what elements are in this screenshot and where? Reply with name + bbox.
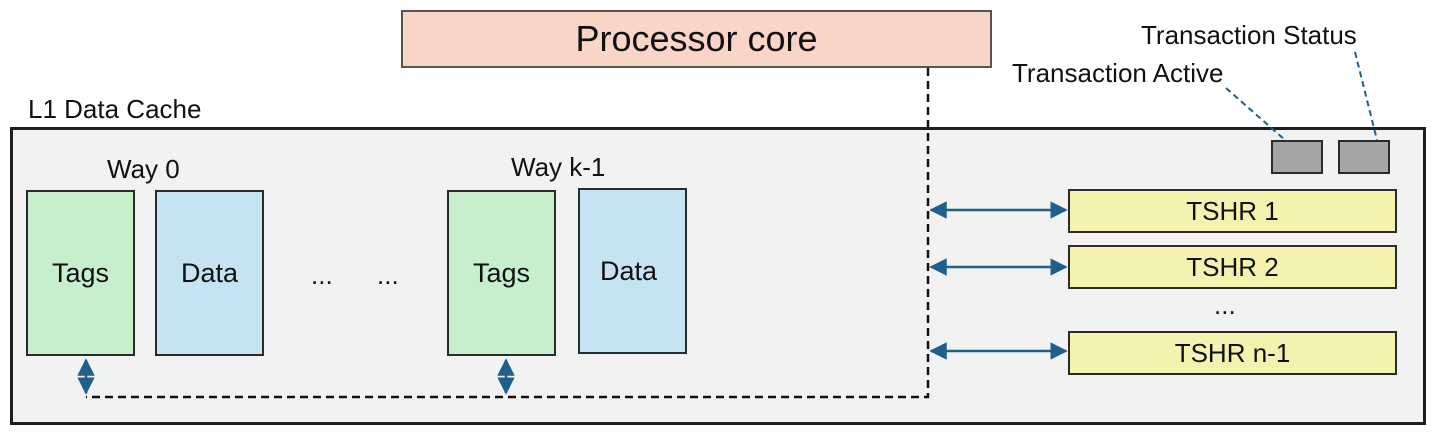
- transaction-active-label: Transaction Active: [1012, 58, 1224, 88]
- transaction-status-leader: [1354, 51, 1378, 141]
- tshr-ellipsis: ...: [1214, 290, 1236, 320]
- way-k-1-tags-block: Tags: [447, 190, 556, 356]
- processor-core-label: Processor core: [575, 18, 818, 59]
- way-0-tags-block: Tags: [26, 190, 135, 356]
- tshr-row-label: TSHR 1: [1186, 195, 1279, 226]
- way-k-1-data-label: Data: [600, 256, 658, 286]
- transaction-status-register: [1338, 140, 1390, 174]
- way-k-1-label: Way k-1: [511, 152, 606, 182]
- tshr-row-label: TSHR 2: [1186, 251, 1279, 282]
- transaction-active-register: [1271, 140, 1323, 174]
- way-0-label: Way 0: [107, 154, 180, 184]
- transaction-status-label: Transaction Status: [1141, 20, 1357, 50]
- way-0-data-label: Data: [180, 257, 239, 288]
- tshr-row: TSHR n-1: [1068, 331, 1397, 375]
- ways-ellipsis-1: ...: [311, 260, 333, 290]
- way-k-1-data-block: Data: [578, 188, 687, 354]
- cache-title: L1 Data Cache: [28, 94, 202, 124]
- processor-bus-line: [86, 68, 930, 399]
- processor-core-box: Processor core: [401, 10, 992, 68]
- way-0-data-block: Data: [155, 190, 264, 356]
- ways-ellipsis-2: ...: [377, 260, 399, 290]
- tshr-row: TSHR 2: [1068, 245, 1397, 289]
- tshr-row-label: TSHR n-1: [1174, 337, 1291, 368]
- transaction-active-leader: [1225, 87, 1286, 141]
- tshr-row: TSHR 1: [1068, 189, 1397, 233]
- way-k-1-tags-label: Tags: [472, 257, 531, 288]
- way-0-tags-label: Tags: [51, 257, 110, 288]
